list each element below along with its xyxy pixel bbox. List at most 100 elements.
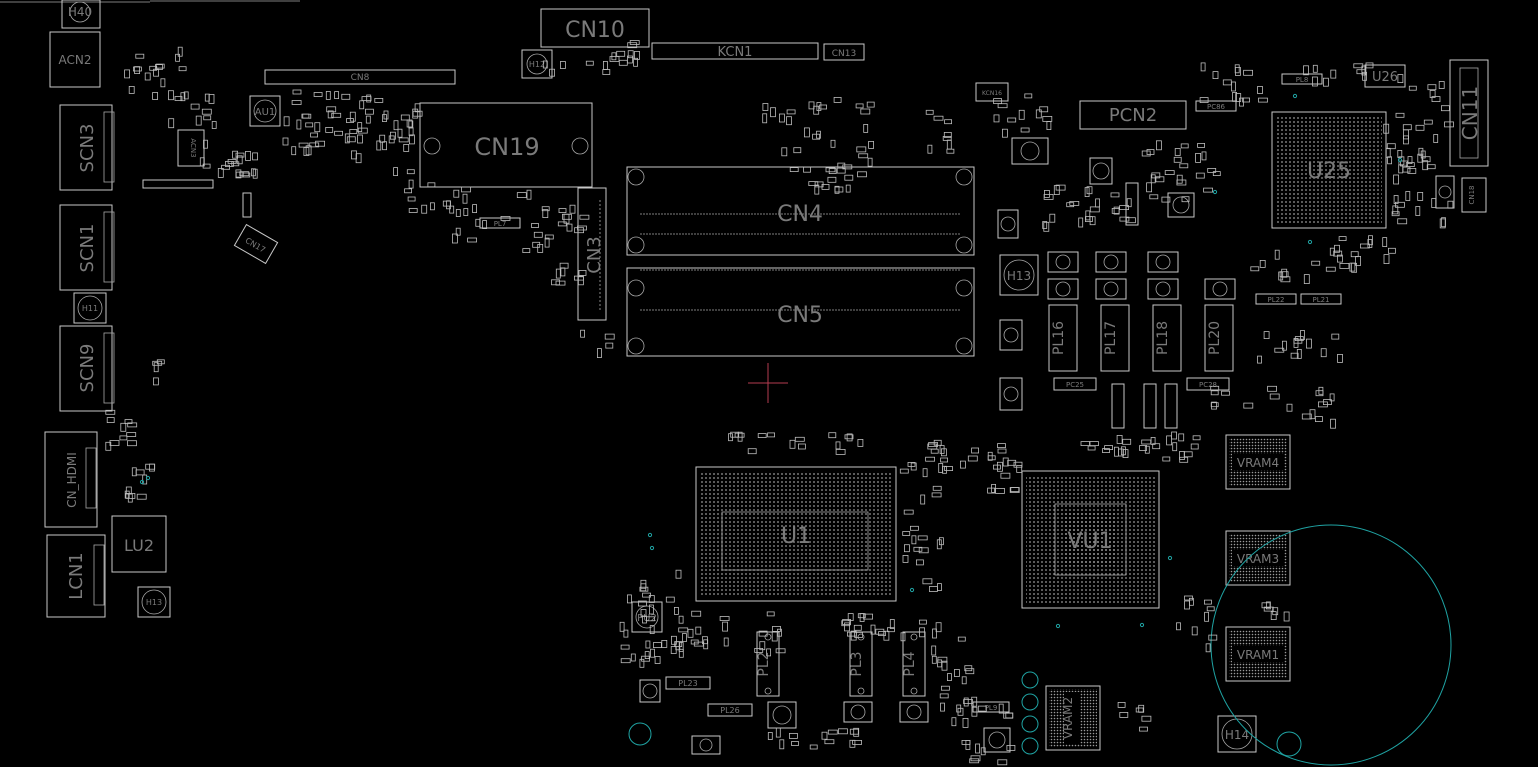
smd-pad [1080,441,1091,447]
svg-text:VU1: VU1 [1067,529,1112,554]
smd-pad [1042,221,1048,229]
smd-pad [1010,487,1020,493]
smd-pad [463,208,469,216]
smd-pad [730,431,740,438]
smd-pad [349,111,356,122]
smd-pad [1402,124,1412,131]
smd-pad [1138,704,1145,713]
smd-pad [482,220,488,230]
via [145,475,151,481]
smd-pad [723,637,729,647]
smd-pad [1141,150,1151,157]
smd-pad [105,409,116,415]
smd-pad [152,92,159,100]
smd-pad [1383,254,1390,265]
smd-pad [940,702,945,712]
smd-pad [467,237,478,243]
smd-pad [1039,106,1049,113]
smd-pad [623,629,629,638]
resistor [242,192,252,218]
smd-pad [722,621,728,632]
smd-pad [902,555,909,563]
smd-pad [809,744,818,750]
vram-chip-vram3: VRAM3 [1225,530,1291,586]
smd-pad [1315,390,1324,397]
smd-pad [326,106,337,113]
smd-pad [1121,446,1126,456]
smd-pad [1208,634,1218,641]
smd-pad [1111,207,1120,214]
smd-pad [849,728,859,735]
smd-pad [1084,187,1090,198]
svg-text:CN19: CN19 [474,133,539,161]
smd-pad [1429,90,1436,98]
smd-pad [135,53,145,59]
smd-pad [779,113,785,123]
smd-pad [825,167,836,173]
svg-text:SCN1: SCN1 [77,224,98,273]
cpu-u1: U1 [695,466,897,602]
svg-text:PL3: PL3 [849,651,865,676]
smd-pad [1386,143,1396,150]
smd-pad [775,727,781,738]
vram-chip-vram2: VRAM2 [1045,685,1101,751]
smd-pad [604,333,615,340]
smd-pad [461,186,471,193]
smd-pad [863,124,869,133]
smd-pad [555,268,561,279]
smd-pad [551,279,560,286]
smd-pad [1407,156,1413,165]
smd-pad [204,93,210,102]
svg-text:H14: H14 [1225,728,1249,742]
smd-pad [1395,201,1405,208]
smd-pad [1141,715,1152,722]
smd-pad [1024,93,1033,99]
chip-u25: U25 [1271,111,1387,229]
smd-pad [388,135,395,144]
smd-pad [1126,217,1136,224]
svg-text:U26: U26 [1372,70,1398,85]
smd-pad [907,461,916,467]
svg-text:PL16: PL16 [1051,321,1067,355]
smd-pad [1044,189,1050,198]
smd-pad [558,208,567,214]
smd-pad [1243,402,1254,409]
smd-pad [963,697,969,707]
smd-pad [867,157,873,167]
smd-pad [1423,119,1433,125]
smd-pad [1415,206,1421,216]
smd-pad [1200,62,1206,72]
smd-pad [1393,174,1399,185]
smd-pad [932,628,937,639]
smd-pad [334,91,340,99]
smd-pad [1393,195,1399,204]
smd-pad [1337,353,1343,363]
svg-text:PCN2: PCN2 [1109,105,1157,126]
smd-pad [997,448,1007,454]
smd-pad [845,184,851,193]
smd-pad [125,486,132,495]
smd-pad [451,233,458,244]
smd-pad [1431,198,1437,208]
smd-pad [313,92,323,97]
smd-pad [1282,340,1287,351]
smd-pad [640,609,647,617]
smd-pad [931,655,937,664]
smd-pad [866,101,875,108]
svg-text:U25: U25 [1307,159,1351,184]
smd-pad [1293,338,1303,344]
smd-pad [364,108,374,115]
smd-pad [585,60,594,66]
smd-pad [754,648,764,653]
smd-pad [824,739,835,745]
smd-pad [325,91,331,100]
smd-pad [1102,448,1110,454]
smd-pad [327,110,334,119]
smd-pad [580,329,585,338]
smd-pad [190,103,200,110]
via [647,532,653,538]
smd-pad [1211,401,1217,410]
smd-pad [1055,184,1066,191]
inductor-pl8: PL8 [1281,73,1323,85]
